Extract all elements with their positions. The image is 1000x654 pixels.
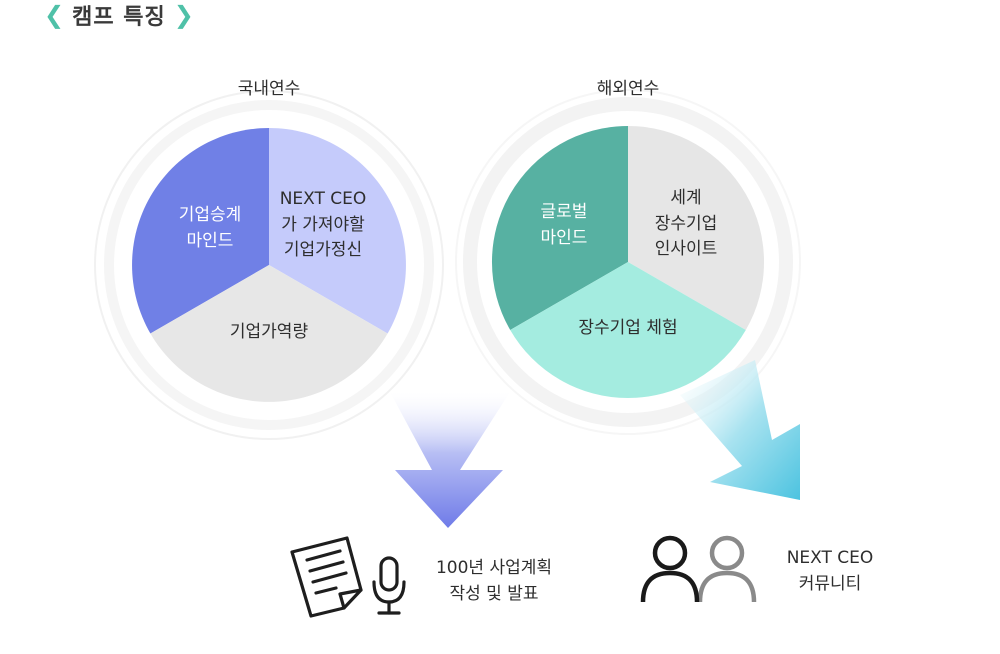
domestic-segment-bottom — [150, 265, 388, 402]
domestic-label-right: NEXT CEO 가 가져야할 기업가정신 — [279, 189, 367, 260]
domestic-title: 국내연수 — [237, 79, 301, 99]
domestic-label-left: 기업승계 마인드 — [178, 205, 242, 251]
domestic-segment-left — [132, 128, 269, 334]
overseas-label-bottom: 장수기업 체험 — [578, 318, 678, 338]
community-label: NEXT CEO 커뮤니티 — [786, 548, 874, 594]
arrow-down-purple — [390, 392, 510, 528]
business-plan-label: 100년 사업계획 작성 및 발표 — [435, 558, 553, 604]
section-header: ❮ 캠프 특징 ❯ — [44, 0, 194, 30]
document-icon — [290, 536, 363, 618]
overseas-label-right: 세계 장수기업 인사이트 — [654, 188, 718, 259]
people-icon — [640, 535, 757, 603]
overseas-segment-left — [491, 126, 628, 330]
section-title: 캠프 특징 — [72, 5, 166, 30]
microphone-icon — [372, 556, 406, 615]
chevron-right-icon: ❯ — [173, 1, 194, 29]
arrow-down-right-cyan — [680, 360, 800, 500]
overseas-outer-ring — [455, 89, 801, 435]
overseas-segment-right — [628, 126, 765, 330]
overseas-label-left: 글로벌 마인드 — [540, 202, 588, 248]
overseas-segment-bottom — [510, 262, 746, 399]
domestic-label-bottom: 기업가역량 — [229, 322, 309, 342]
overseas-title: 해외연수 — [596, 79, 660, 99]
domestic-inner-ring — [104, 100, 434, 430]
domestic-segment-right — [269, 128, 406, 334]
overseas-inner-ring — [463, 97, 793, 427]
domestic-outer-ring — [94, 90, 444, 440]
chevron-left-icon: ❮ — [44, 1, 65, 29]
